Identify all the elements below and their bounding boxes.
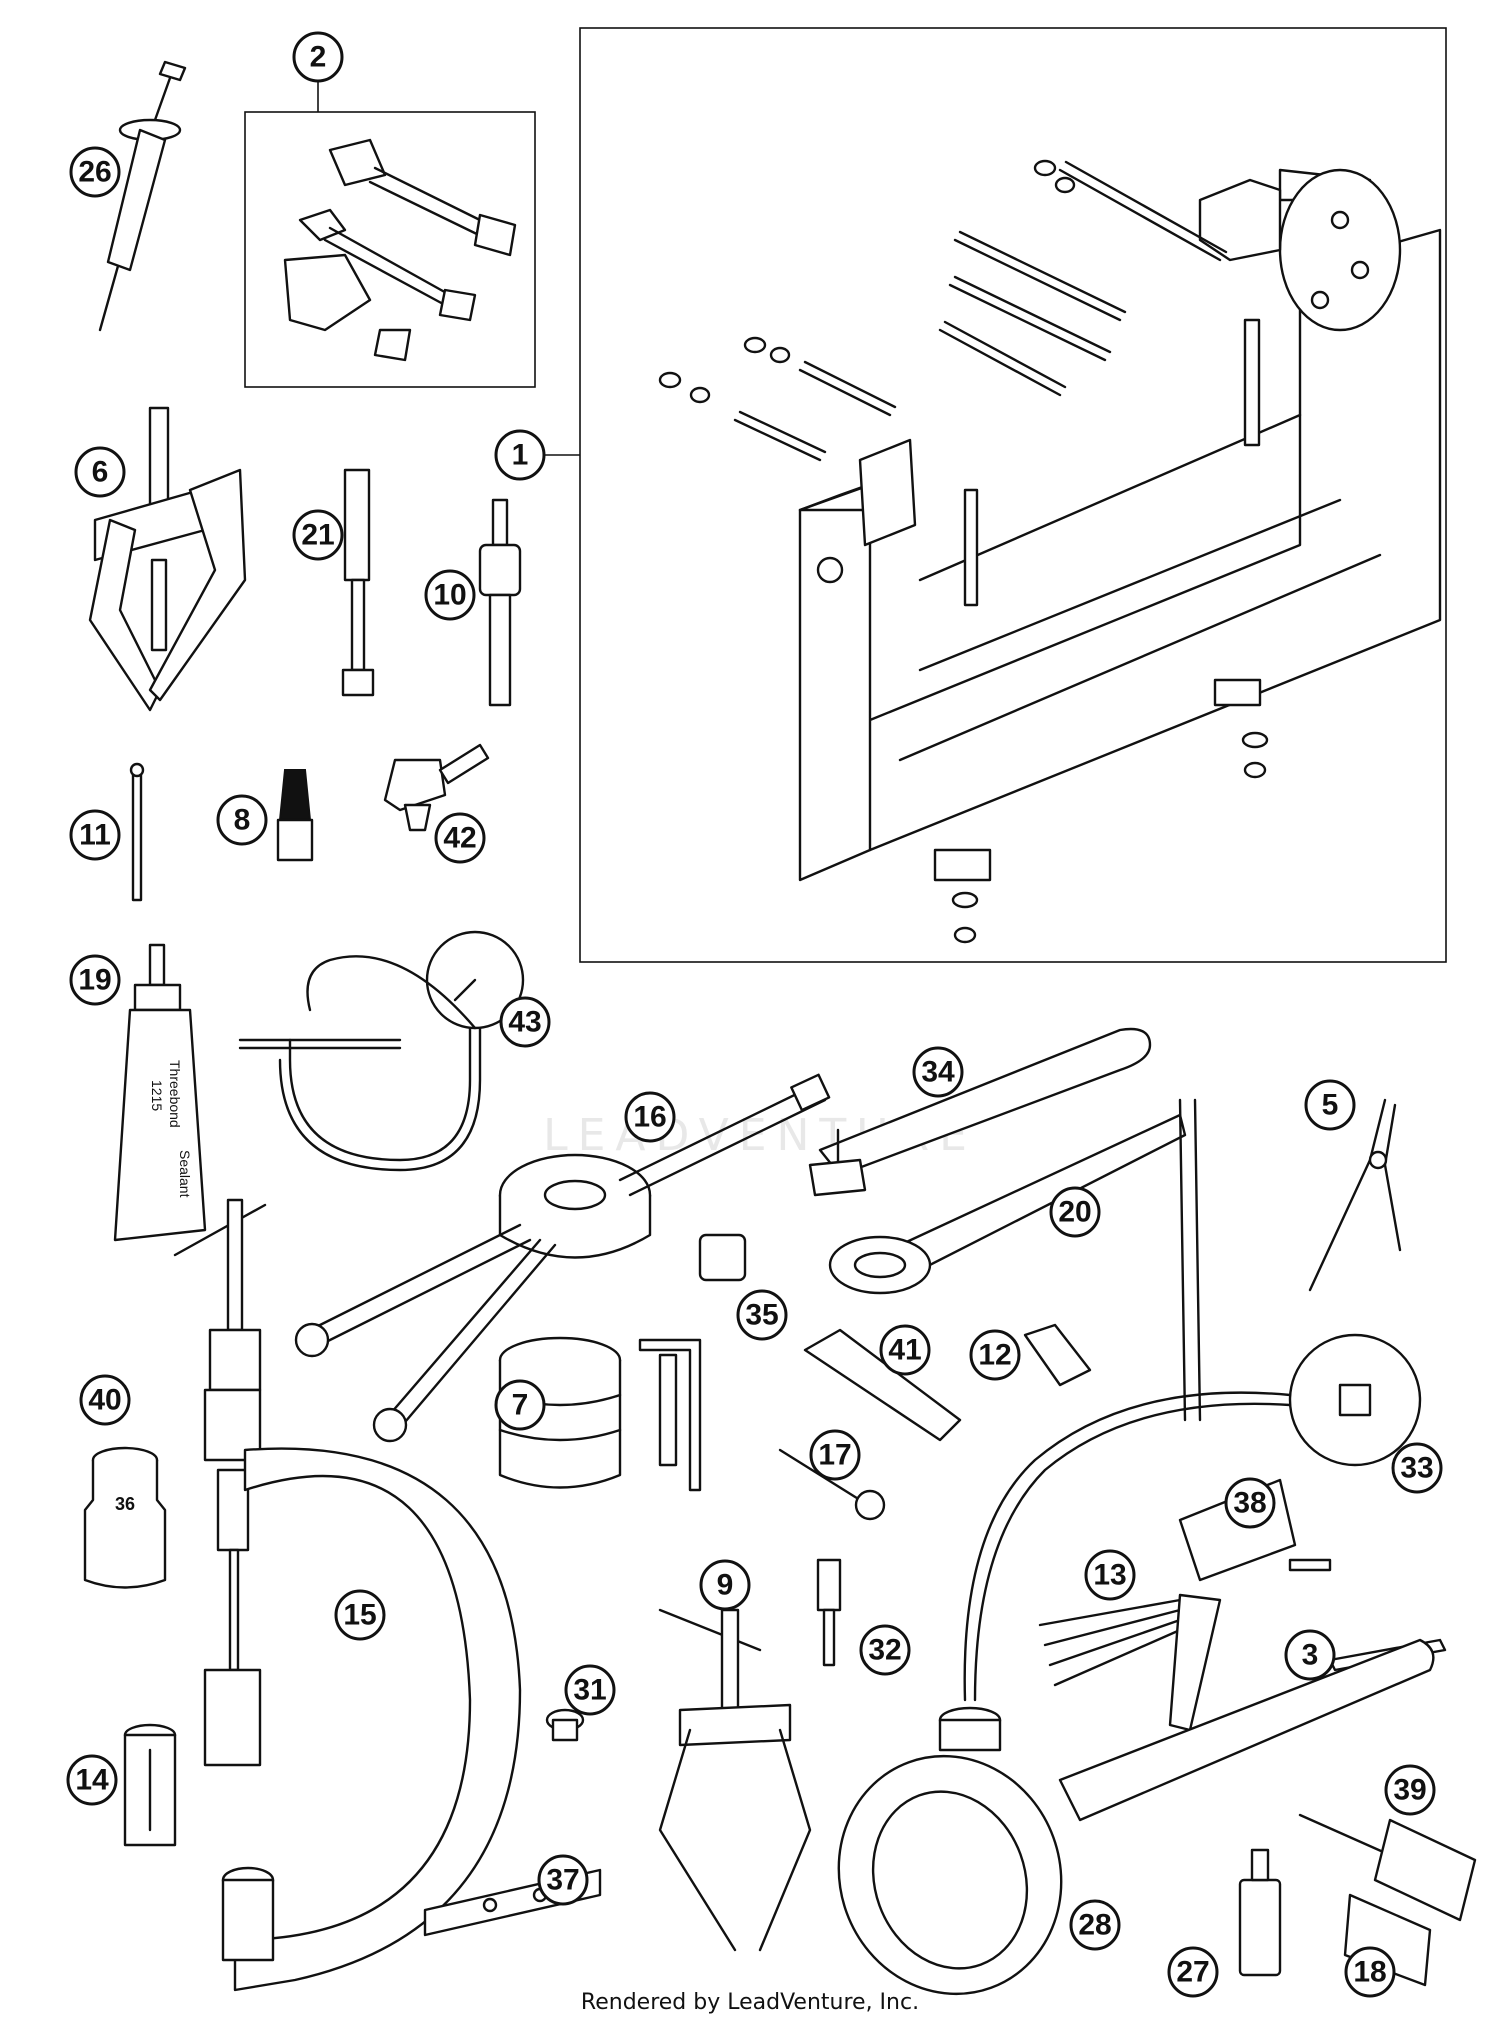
callout-15: 15 — [334, 1589, 386, 1641]
kit-2-frame — [244, 111, 536, 388]
kit-2-drawing — [283, 138, 517, 362]
callout-14: 14 — [66, 1754, 118, 1806]
svg-text:27: 27 — [1176, 1956, 1209, 1989]
svg-text:28: 28 — [1078, 1909, 1111, 1942]
svg-text:43: 43 — [508, 1006, 541, 1039]
svg-text:32: 32 — [868, 1634, 901, 1667]
svg-text:26: 26 — [78, 156, 111, 189]
svg-text:17: 17 — [818, 1439, 851, 1472]
engine-stand-drawing — [658, 159, 1442, 944]
sealant-tube-drawing: Threebond 1215 Sealant — [113, 943, 207, 1242]
svg-text:10: 10 — [433, 579, 466, 612]
puller-6-drawing — [88, 406, 247, 712]
svg-text:38: 38 — [1233, 1487, 1266, 1520]
holding-tools-drawing — [808, 1027, 1202, 1422]
right-bottom-tools-drawing — [837, 1333, 1477, 1996]
svg-text:21: 21 — [301, 519, 334, 552]
callout-40: 40 — [79, 1374, 131, 1426]
svg-text:2: 2 — [310, 41, 327, 74]
callout-10: 10 — [424, 569, 476, 621]
callout-16: 16 — [624, 1091, 676, 1143]
socket-label: 36 — [115, 1494, 135, 1514]
svg-text:18: 18 — [1353, 1956, 1386, 1989]
callout-9: 9 — [699, 1559, 751, 1611]
callout-2: 2 — [292, 31, 344, 83]
svg-text:9: 9 — [717, 1569, 734, 1602]
callout-1: 1 — [494, 429, 546, 481]
callout-8: 8 — [216, 794, 268, 846]
callout-7: 7 — [494, 1379, 546, 1431]
svg-text:33: 33 — [1400, 1452, 1433, 1485]
cage-drawing — [123, 1723, 177, 1847]
callout-6: 6 — [74, 446, 126, 498]
svg-text:6: 6 — [92, 456, 109, 489]
svg-text:40: 40 — [88, 1384, 121, 1417]
callout-11: 11 — [69, 809, 121, 861]
svg-text:15: 15 — [343, 1599, 376, 1632]
svg-text:20: 20 — [1058, 1196, 1091, 1229]
callout-39: 39 — [1384, 1764, 1436, 1816]
callout-21: 21 — [292, 509, 344, 561]
circlip-pliers-drawing — [1308, 1098, 1402, 1292]
callout-20: 20 — [1049, 1186, 1101, 1238]
pressure-gauge-drawing — [238, 930, 525, 1172]
syringe-drawing — [98, 60, 187, 332]
callout-41: 41 — [879, 1324, 931, 1376]
callout-34: 34 — [912, 1046, 964, 1098]
kit-1-frame — [579, 27, 1447, 963]
svg-text:35: 35 — [745, 1299, 778, 1332]
small-tools-drawing — [129, 468, 522, 902]
misc-tools-drawing — [498, 1233, 1092, 1521]
callout-28: 28 — [1069, 1899, 1121, 1951]
svg-text:3: 3 — [1302, 1639, 1319, 1672]
callout-26: 26 — [69, 146, 121, 198]
callout-35: 35 — [736, 1289, 788, 1341]
svg-text:37: 37 — [546, 1864, 579, 1897]
svg-text:8: 8 — [234, 804, 251, 837]
valve-compressor-drawing — [173, 1198, 522, 1992]
svg-text:7: 7 — [512, 1389, 529, 1422]
puller-16-drawing — [294, 1073, 831, 1443]
svg-text:13: 13 — [1093, 1559, 1126, 1592]
callout-32: 32 — [859, 1624, 911, 1676]
callout-5: 5 — [1304, 1079, 1356, 1131]
tube-label-1: Threebond — [167, 1060, 183, 1128]
svg-text:19: 19 — [78, 964, 111, 997]
svg-text:5: 5 — [1322, 1089, 1339, 1122]
callout-19: 19 — [69, 954, 121, 1006]
callout-12: 12 — [969, 1329, 1021, 1381]
svg-text:34: 34 — [921, 1056, 955, 1089]
callout-43: 43 — [499, 996, 551, 1048]
callout-18: 18 — [1344, 1946, 1396, 1998]
callout-31: 31 — [564, 1664, 616, 1716]
svg-text:12: 12 — [978, 1339, 1011, 1372]
svg-text:42: 42 — [443, 822, 476, 855]
callout-13: 13 — [1084, 1549, 1136, 1601]
svg-text:1: 1 — [512, 439, 529, 472]
callout-27: 27 — [1167, 1946, 1219, 1998]
svg-text:31: 31 — [573, 1674, 606, 1707]
svg-text:39: 39 — [1393, 1774, 1426, 1807]
callout-3: 3 — [1284, 1629, 1336, 1681]
socket-drawing: 36 — [83, 1446, 167, 1589]
callout-42: 42 — [434, 812, 486, 864]
callout-37: 37 — [537, 1854, 589, 1906]
callout-17: 17 — [809, 1429, 861, 1481]
svg-text:11: 11 — [79, 819, 111, 852]
callout-33: 33 — [1391, 1442, 1443, 1494]
svg-text:16: 16 — [633, 1101, 666, 1134]
svg-text:14: 14 — [75, 1764, 109, 1797]
tube-label-2: 1215 — [149, 1080, 165, 1111]
svg-text:41: 41 — [888, 1334, 921, 1367]
tube-label-3: Sealant — [177, 1150, 193, 1198]
callout-38: 38 — [1224, 1477, 1276, 1529]
footer-credit: Rendered by LeadVenture, Inc. — [580, 1990, 920, 2015]
